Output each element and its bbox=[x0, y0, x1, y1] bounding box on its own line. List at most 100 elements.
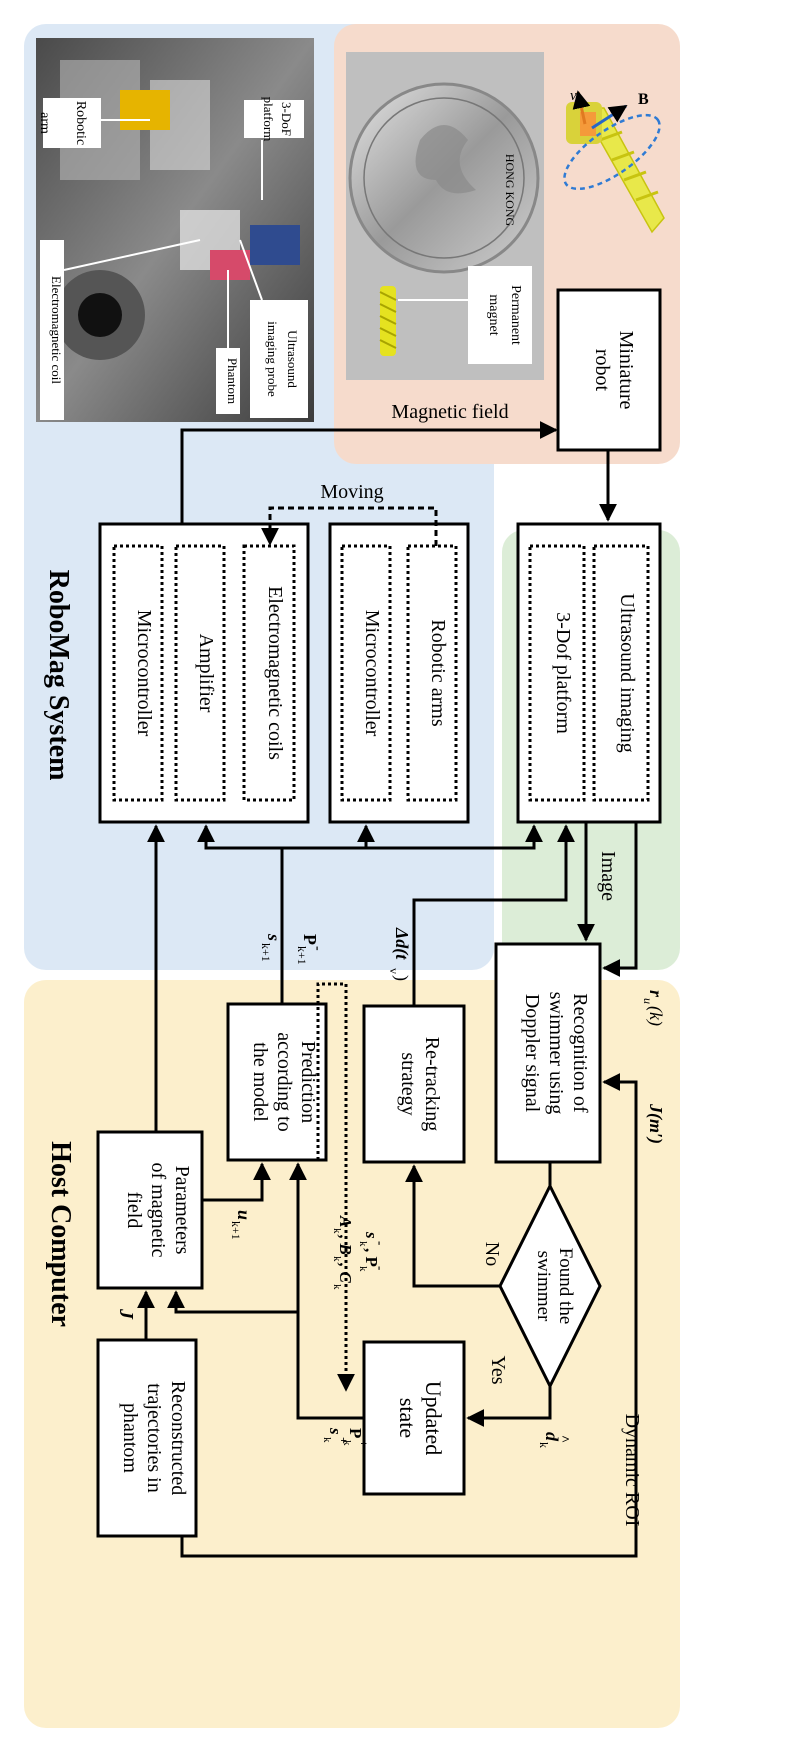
arm-subsystem-block bbox=[328, 522, 470, 824]
svg-text:Reconstructed: Reconstructed bbox=[167, 1381, 189, 1495]
svg-text:HONG KONG: HONG KONG bbox=[503, 154, 517, 227]
svg-text:state: state bbox=[395, 1398, 420, 1438]
svg-text:Microcontroller: Microcontroller bbox=[361, 610, 383, 737]
svg-text:Amplifier: Amplifier bbox=[195, 634, 217, 713]
image-label: Image bbox=[597, 851, 619, 901]
svg-text:s: s bbox=[362, 1231, 381, 1239]
parameters-block: Parameters of magnetic field bbox=[96, 1130, 204, 1290]
s-k1-label: s k+1 - bbox=[259, 933, 289, 962]
miniature-robot-block: Miniature robot bbox=[556, 288, 662, 452]
svg-text:P: P bbox=[300, 934, 320, 945]
no-label: No bbox=[481, 1242, 503, 1266]
svg-text:3-DoF: 3-DoF bbox=[279, 102, 294, 136]
svg-text:u: u bbox=[234, 1210, 254, 1220]
svg-text:magnet: magnet bbox=[486, 294, 501, 335]
retracking-block: Re-tracking strategy bbox=[362, 1004, 466, 1164]
svg-text:Miniature: Miniature bbox=[615, 331, 637, 410]
p-k-plus-label: P k + bbox=[341, 1428, 371, 1447]
svg-text:Permanent: Permanent bbox=[508, 285, 523, 345]
j-m-label: J(m′) bbox=[645, 1103, 666, 1144]
photo-label-robotic-arm: Robotic arm bbox=[37, 98, 101, 148]
dynamic-roi-label: Dynamic ROI bbox=[621, 1414, 643, 1527]
r-u-label: r u (k) bbox=[641, 990, 666, 1026]
svg-text:, C: , C bbox=[336, 1262, 355, 1284]
svg-text:k: k bbox=[357, 1241, 369, 1247]
svg-text:k: k bbox=[341, 1440, 353, 1446]
svg-text:B: B bbox=[638, 91, 649, 108]
svg-text:J(m′): J(m′) bbox=[645, 1103, 666, 1144]
svg-text:robot: robot bbox=[591, 349, 613, 392]
robomag-title: RoboMag System bbox=[43, 570, 74, 781]
photo-label-em-coil: Electromagnetic coil bbox=[40, 240, 64, 420]
robot-render: v B bbox=[563, 88, 665, 234]
svg-text:k: k bbox=[331, 1256, 343, 1262]
recognition-block: Recognition of swimmer using Doppler sig… bbox=[494, 942, 602, 1164]
svg-text:k+1: k+1 bbox=[259, 943, 273, 962]
svg-text:k: k bbox=[331, 1284, 343, 1290]
svg-text:P: P bbox=[346, 1428, 365, 1438]
svg-text:field: field bbox=[123, 1192, 145, 1229]
u-k1-label: u k+1 bbox=[229, 1210, 254, 1240]
moving-label: Moving bbox=[320, 481, 383, 503]
svg-text:(k): (k) bbox=[645, 1006, 666, 1026]
ultrasound-subsystem-block bbox=[516, 522, 662, 824]
abc-k-label: A k , B k , C k bbox=[331, 1215, 355, 1290]
host-title: Host Computer bbox=[45, 1141, 76, 1327]
svg-text:Electromagnetic coils: Electromagnetic coils bbox=[264, 586, 286, 760]
svg-text:k: k bbox=[357, 1266, 369, 1272]
svg-text:s: s bbox=[264, 933, 284, 941]
svg-text:Re-tracking: Re-tracking bbox=[421, 1037, 443, 1131]
em-coils-block: Electromagnetic coils bbox=[242, 544, 296, 802]
platform-3dof-block: 3-Dof platform bbox=[528, 544, 586, 802]
svg-text:-: - bbox=[310, 946, 325, 951]
svg-text:Robotic arms: Robotic arms bbox=[427, 619, 449, 726]
svg-text:phantom: phantom bbox=[119, 1403, 141, 1473]
svg-text:Microcontroller: Microcontroller bbox=[133, 610, 155, 737]
photo-label-permanent-magnet: Permanent magnet bbox=[468, 266, 532, 364]
svg-text:imaging probe: imaging probe bbox=[265, 321, 280, 397]
svg-text:according to: according to bbox=[273, 1032, 295, 1131]
svg-text:s: s bbox=[326, 1427, 345, 1435]
svg-text:u: u bbox=[641, 998, 655, 1004]
svg-text:arm: arm bbox=[37, 112, 52, 134]
yes-label: Yes bbox=[487, 1355, 509, 1384]
svg-text:k+1: k+1 bbox=[229, 1221, 243, 1240]
svg-text:3-Dof platform: 3-Dof platform bbox=[552, 612, 574, 734]
svg-text:r: r bbox=[646, 990, 666, 998]
svg-text:k: k bbox=[537, 1442, 551, 1448]
svg-text:v: v bbox=[387, 968, 401, 974]
svg-text:trajectories in: trajectories in bbox=[143, 1383, 165, 1492]
microcontroller-1-block: Microcontroller bbox=[112, 544, 164, 802]
svg-text:Prediction: Prediction bbox=[297, 1041, 319, 1123]
svg-text:swimmer: swimmer bbox=[533, 1251, 554, 1322]
svg-text:Ultrasound imaging: Ultrasound imaging bbox=[616, 593, 638, 752]
s-p-k-minus-label: s k - , P k - bbox=[357, 1231, 388, 1272]
svg-text:k: k bbox=[321, 1437, 333, 1443]
svg-text:k: k bbox=[331, 1228, 343, 1234]
robotic-arms-block: Robotic arms bbox=[406, 544, 458, 802]
svg-text:, P: , P bbox=[362, 1248, 381, 1267]
svg-text:Phantom: Phantom bbox=[225, 358, 240, 404]
delta-d-label: Δd(t v ) bbox=[387, 927, 412, 981]
magnetic-field-label: Magnetic field bbox=[391, 401, 508, 423]
svg-text:the model: the model bbox=[249, 1042, 271, 1122]
microcontroller-2-block: Microcontroller bbox=[340, 544, 392, 802]
svg-text:strategy: strategy bbox=[397, 1052, 419, 1115]
coil-subsystem-block bbox=[98, 522, 310, 824]
svg-text:Updated: Updated bbox=[421, 1381, 446, 1456]
j-label: J bbox=[115, 1308, 137, 1320]
svg-text:Robotic: Robotic bbox=[73, 101, 88, 145]
photo-label-phantom: Phantom bbox=[216, 348, 240, 414]
svg-text:k+1: k+1 bbox=[295, 946, 309, 965]
svg-text:v: v bbox=[570, 88, 577, 104]
svg-text:Doppler signal: Doppler signal bbox=[521, 994, 543, 1113]
svg-text:, B: , B bbox=[336, 1234, 355, 1255]
d-hat-label: d k ^ bbox=[537, 1432, 571, 1448]
s-k-plus-label: s k + bbox=[321, 1427, 351, 1444]
svg-text:swimmer using: swimmer using bbox=[545, 992, 567, 1115]
prediction-block: Prediction according to the model bbox=[226, 1002, 328, 1162]
svg-text:d: d bbox=[542, 1432, 562, 1442]
svg-text:Recognition of: Recognition of bbox=[569, 993, 591, 1113]
